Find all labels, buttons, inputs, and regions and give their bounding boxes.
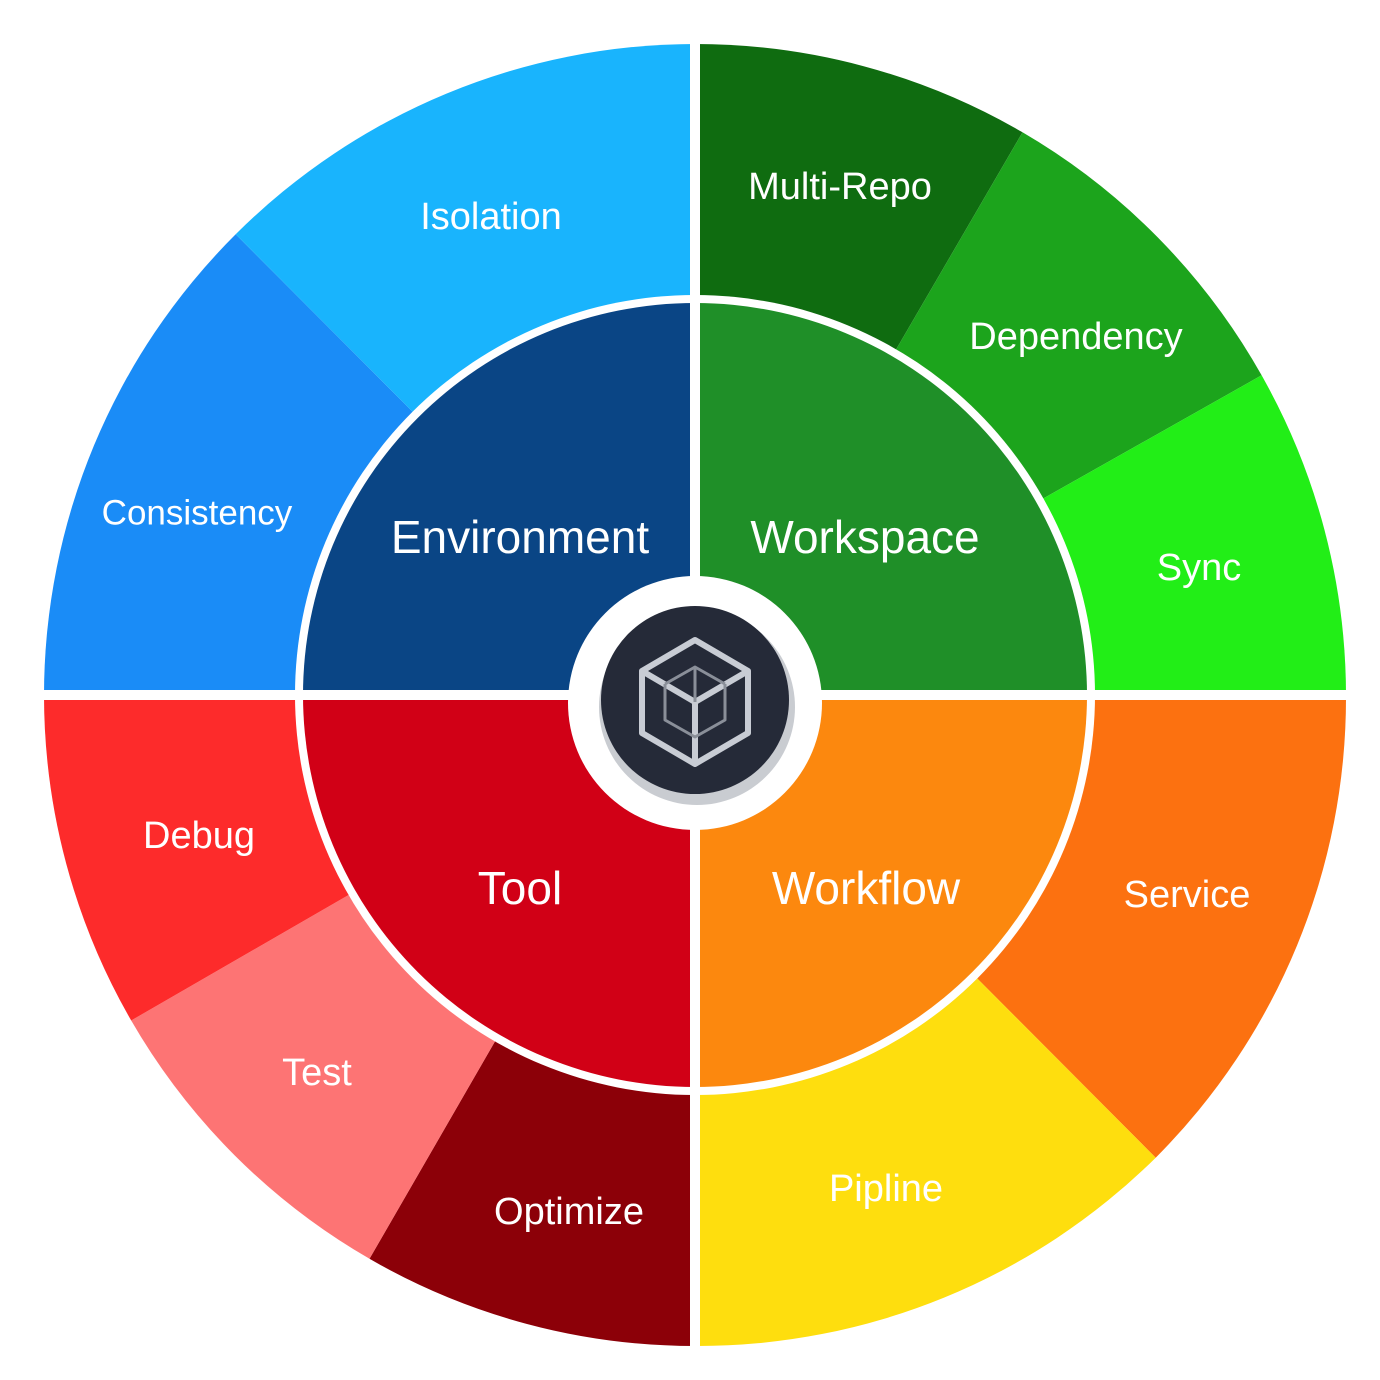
label-test: Test: [282, 1052, 352, 1094]
quadrant-workflow: [695, 695, 1087, 1087]
label-dependency: Dependency: [969, 316, 1182, 358]
cube-icon: [639, 637, 751, 767]
label-multi-repo: Multi-Repo: [748, 166, 932, 208]
label-tool: Tool: [478, 862, 562, 914]
label-consistency: Consistency: [102, 493, 293, 532]
quadrant-tool: [303, 695, 695, 1087]
inner-ring: [303, 303, 1087, 1087]
label-pipline: Pipline: [829, 1168, 943, 1210]
quadrant-environment: [303, 303, 695, 695]
label-service: Service: [1124, 874, 1251, 916]
outer-labels: Consistency Isolation Multi-Repo Depende…: [102, 166, 1251, 1233]
label-environment: Environment: [391, 511, 649, 563]
label-workspace: Workspace: [750, 511, 979, 563]
label-workflow: Workflow: [772, 862, 961, 914]
label-debug: Debug: [143, 815, 255, 857]
inner-labels: Environment Workspace Workflow Tool: [391, 511, 980, 914]
label-optimize: Optimize: [494, 1191, 644, 1233]
quadrant-workspace: [695, 303, 1087, 695]
label-sync: Sync: [1157, 547, 1241, 589]
center-hub: [568, 576, 822, 830]
label-isolation: Isolation: [420, 196, 562, 238]
